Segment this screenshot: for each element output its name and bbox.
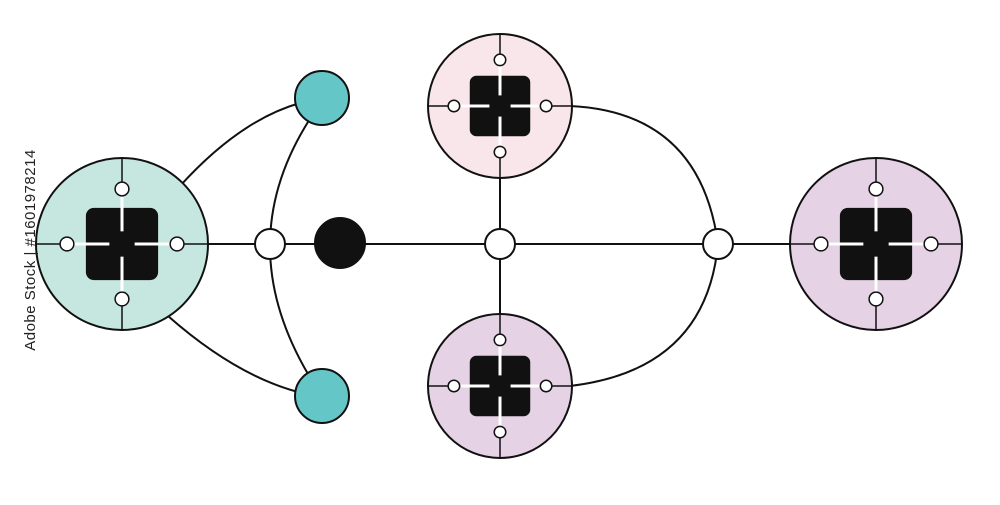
watermark-text: Adobe Stock | #1601978214: [22, 149, 39, 351]
puzzle-connector-knob: [868, 291, 884, 307]
puzzle-piece-icon: [813, 181, 939, 307]
arc-right-junction-to-bottom-hub: [569, 243, 719, 387]
hub-top: [427, 33, 573, 179]
puzzle-body: [469, 355, 531, 417]
puzzle-connector-knob: [813, 236, 829, 252]
puzzle-connector-knob: [493, 425, 507, 439]
arc-left-hub-to-bottom-dot: [167, 315, 299, 393]
puzzle-piece-icon: [59, 181, 185, 307]
puzzle-connector-knob: [59, 236, 75, 252]
puzzle-piece-icon: [447, 333, 553, 439]
puzzle-connector-knob: [539, 99, 553, 113]
puzzle-connector-knob: [493, 53, 507, 67]
puzzle-connector-knob: [114, 181, 130, 197]
hub-right: [789, 157, 963, 331]
puzzle-connector-knob: [169, 236, 185, 252]
puzzle-connector-knob: [447, 379, 461, 393]
puzzle-connector-knob: [493, 333, 507, 347]
puzzle-body: [85, 207, 159, 281]
arc-top-hub-to-right-junction: [569, 105, 719, 245]
puzzle-connector-knob: [868, 181, 884, 197]
puzzle-connector-knob: [539, 379, 553, 393]
teal-dot-bottom: [294, 368, 350, 424]
arc-left-hub-to-top-dot: [179, 102, 301, 187]
puzzle-connector-knob: [493, 145, 507, 159]
puzzle-connector-knob: [447, 99, 461, 113]
junction-right: [702, 228, 734, 260]
junction-center: [484, 228, 516, 260]
black-node: [314, 217, 366, 269]
junction-left: [254, 228, 286, 260]
hub-bottom: [427, 313, 573, 459]
hub-left: [35, 157, 209, 331]
teal-dot-top: [294, 70, 350, 126]
puzzle-body: [839, 207, 913, 281]
diagram-nodes: [35, 33, 963, 459]
puzzle-piece-icon: [447, 53, 553, 159]
puzzle-body: [469, 75, 531, 137]
puzzle-connector-knob: [923, 236, 939, 252]
puzzle-connector-knob: [114, 291, 130, 307]
